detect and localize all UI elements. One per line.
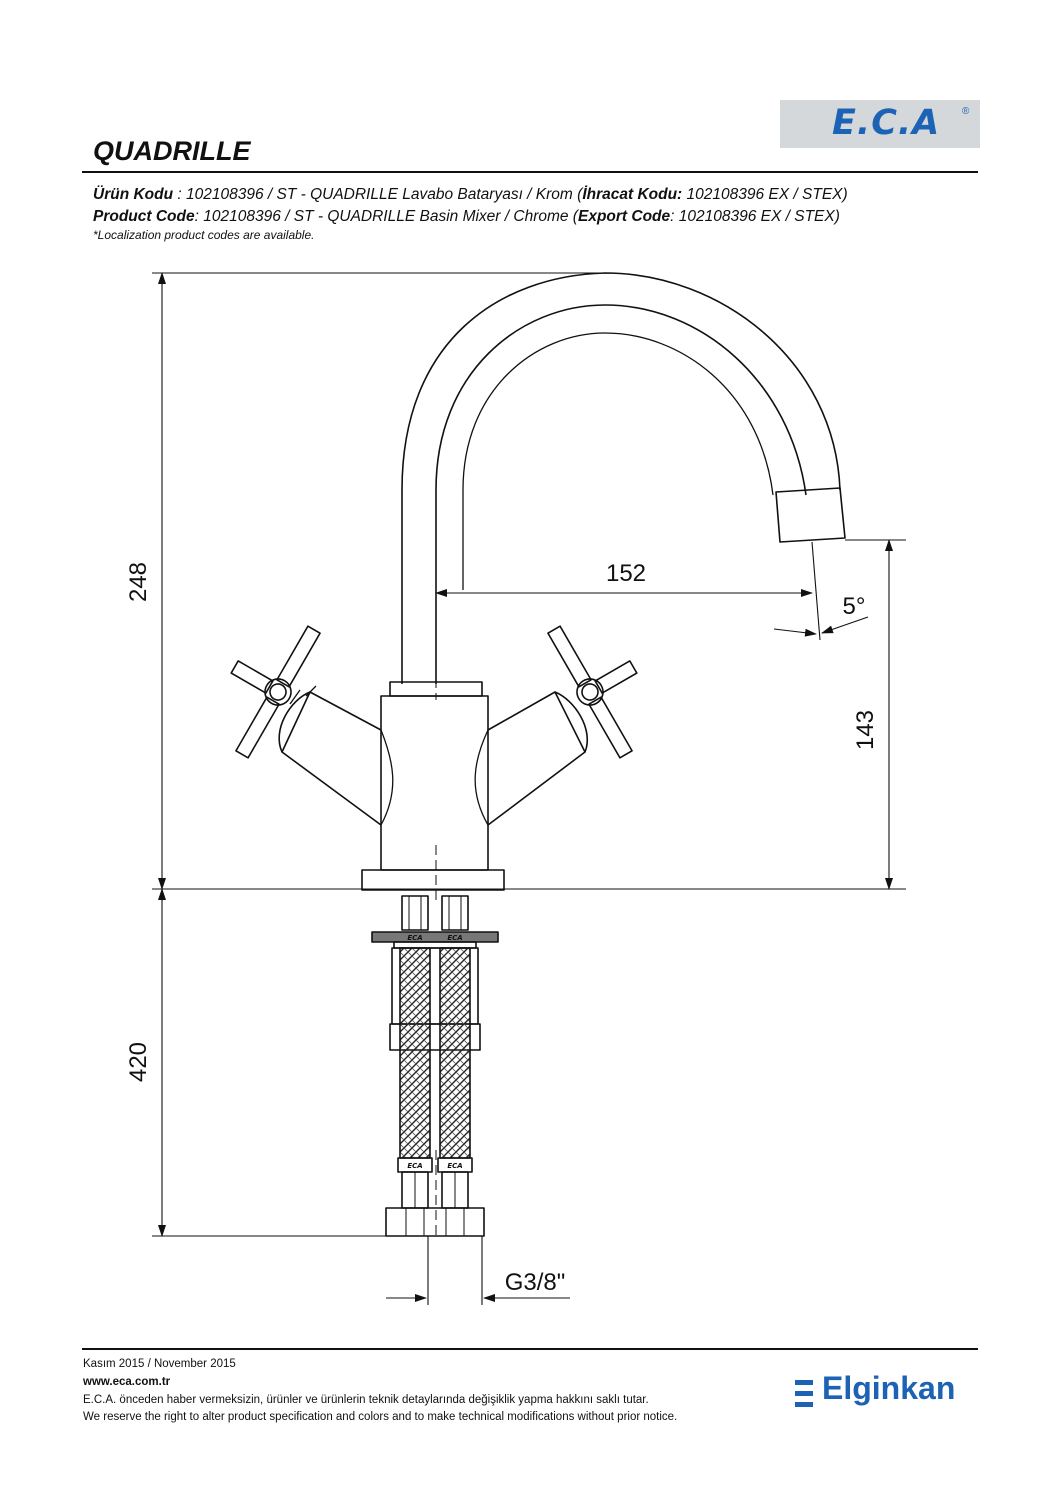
left-handle — [230, 625, 382, 826]
hose-marking-left-bottom: ECA — [407, 1162, 422, 1170]
right-handle — [487, 625, 638, 826]
website-link[interactable]: www.eca.com.tr — [83, 1376, 171, 1388]
export-code-en-value: : 102108396 EX / STEX) — [670, 208, 840, 225]
product-code-tr-label: Ürün Kodu — [93, 186, 174, 203]
dimension-connection — [386, 1236, 570, 1305]
product-code-tr-text: : 102108396 / ST - QUADRILLE Lavabo Bata… — [173, 186, 583, 203]
flexible-hoses — [385, 895, 485, 1240]
hose-marking-left-top: ECA — [407, 934, 422, 942]
label-spout-angle: 5° — [843, 593, 866, 620]
dimension-angle — [773, 616, 869, 637]
export-code-tr-value: 102108396 EX / STEX) — [682, 186, 848, 203]
product-code-en-text: : 102108396 / ST - QUADRILLE Basin Mixer… — [194, 208, 578, 225]
dimension-spout-height — [845, 539, 906, 890]
product-code-en-label: Product Code — [93, 208, 195, 225]
export-code-en-label: Export Code — [577, 208, 671, 225]
elginkan-logo-mark — [795, 1380, 815, 1408]
hose-marking-right-bottom: ECA — [447, 1162, 462, 1170]
dimension-hose-length — [152, 888, 386, 1237]
dimension-height-total — [152, 272, 612, 890]
disclaimer-en: We reserve the right to alter product sp… — [83, 1411, 678, 1423]
label-connection: G3/8" — [505, 1269, 566, 1296]
header-divider — [82, 171, 978, 173]
footer-divider — [82, 1348, 978, 1350]
localization-note: *Localization product codes are availabl… — [93, 228, 315, 242]
spout — [401, 272, 846, 700]
elginkan-logo: Elginkan — [822, 1370, 956, 1406]
mounting-hardware — [371, 931, 499, 1051]
product-code-tr: Ürün Kodu : 102108396 / ST - QUADRILLE L… — [93, 186, 848, 204]
label-spout-reach: 152 — [606, 560, 646, 587]
product-title: QUADRILLE — [93, 136, 251, 166]
mixer-body — [361, 681, 505, 905]
disclaimer-tr: E.C.A. önceden haber vermeksizin, ürünle… — [83, 1394, 649, 1406]
brand-logo-background — [780, 100, 980, 148]
product-code-en: Product Code: 102108396 / ST - QUADRILLE… — [93, 208, 840, 226]
registered-mark: ® — [962, 106, 970, 117]
document-date: Kasım 2015 / November 2015 — [83, 1358, 236, 1370]
aerator — [775, 487, 846, 543]
label-total-height: 248 — [125, 562, 152, 602]
label-spout-height: 143 — [852, 710, 879, 750]
dimension-spout-reach — [435, 541, 821, 641]
label-hose-length: 420 — [125, 1042, 152, 1082]
eca-logo: E.C.A — [832, 103, 941, 143]
hose-marking-right-top: ECA — [447, 934, 462, 942]
export-code-tr-label: İhracat Kodu: — [582, 186, 683, 203]
